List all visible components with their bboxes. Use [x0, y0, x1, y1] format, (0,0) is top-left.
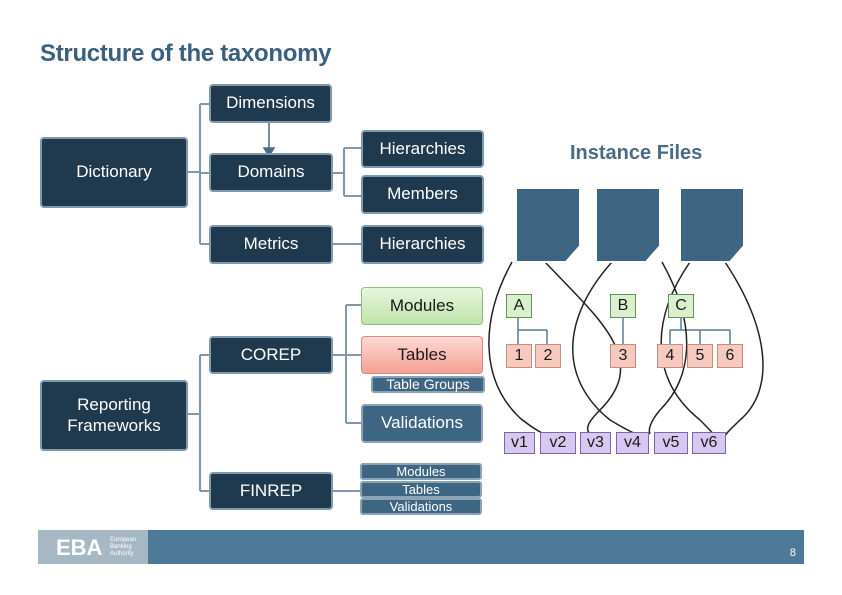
module-c: C	[668, 294, 694, 318]
footer-bar	[38, 530, 804, 564]
dictionary-box: Dictionary	[40, 137, 188, 208]
corep-box: COREP	[209, 336, 333, 374]
finrep-modules-box: Modules	[360, 463, 482, 480]
dimensions-box: Dimensions	[209, 84, 332, 123]
eba-logo-text: EBA	[56, 535, 103, 560]
eba-logo-icon	[38, 530, 148, 564]
table-4: 4	[657, 344, 683, 368]
validations-box: Validations	[361, 404, 483, 443]
finrep-validations-box: Validations	[360, 498, 482, 515]
instance-files-title: Instance Files	[570, 142, 703, 164]
finrep-tables-box: Tables	[360, 481, 482, 498]
table-3: 3	[610, 344, 636, 368]
reporting-frameworks-box: Reporting Frameworks	[40, 380, 188, 451]
validation-v5: v5	[654, 432, 688, 454]
page-number: 8	[789, 547, 796, 559]
table-groups-box: Table Groups	[371, 376, 485, 393]
hierarchies-top-box: Hierarchies	[361, 130, 484, 168]
finrep-box: FINREP	[209, 472, 333, 510]
instance-file-a-icon	[515, 187, 581, 263]
members-box: Members	[361, 175, 484, 214]
module-b: B	[610, 294, 636, 318]
eba-logo-subtext: European Banking Authority	[110, 537, 137, 557]
validation-v3: v3	[580, 432, 611, 454]
module-a: A	[506, 294, 532, 318]
validation-v4: v4	[616, 432, 649, 454]
table-5: 5	[687, 344, 713, 368]
table-2: 2	[535, 344, 561, 368]
domains-box: Domains	[209, 153, 333, 192]
hierarchies-bottom-box: Hierarchies	[361, 225, 484, 264]
instance-file-c-icon	[679, 187, 745, 263]
metrics-box: Metrics	[209, 225, 333, 264]
validation-v6: v6	[692, 432, 726, 454]
validation-v1: v1	[504, 432, 535, 454]
instance-file-b-icon	[595, 187, 661, 263]
tables-box: Tables	[361, 336, 483, 374]
validation-v2: v2	[540, 432, 576, 454]
page-title: Structure of the taxonomy	[40, 40, 332, 67]
table-1: 1	[506, 344, 532, 368]
table-6: 6	[717, 344, 743, 368]
modules-box: Modules	[361, 287, 483, 325]
